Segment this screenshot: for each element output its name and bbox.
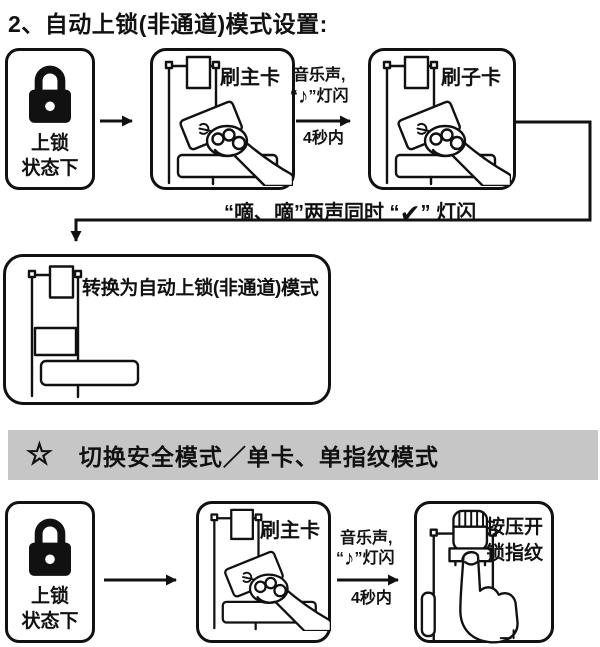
lock-state-line1: 上锁 [30,585,69,607]
fingerprint-press-box: 按压开 锁指纹 [414,501,554,644]
swipe-sub-card-box: 刷子卡 [368,48,516,190]
feedback-post: ” 灯闪 [420,202,477,224]
swipe-master-label-2: 刷主卡 [260,520,320,542]
feedback-text: “嘀、嘀”两声同时 “✔” 灯闪 [224,196,476,229]
check-icon: ✔ [399,200,421,228]
lock-state-line2: 状态下 [21,157,79,179]
feedback-pre: “嘀、嘀”两声同时 “ [224,202,400,224]
lock-state-label-2: 上锁 状态下 [8,584,92,634]
result-box: 转换为自动上锁(非通道)模式 [3,254,331,405]
transition2-duration: 4秒内 [351,590,392,607]
swipe-master-card-box-1: 刷主卡 [150,48,295,190]
swipe-master-card-box-2: 刷主卡 [196,501,331,643]
swipe-sub-label: 刷子卡 [441,67,501,89]
transition2-sound: 音乐声, [340,530,393,547]
section2-banner: ☆ 切换安全模式／单卡、单指纹模式 [8,430,598,480]
padlock-icon [22,62,78,126]
star-icon: ☆ [25,438,53,471]
section1-title: 2、自动上锁(非通道)模式设置: [8,11,328,37]
result-label: 转换为自动上锁(非通道)模式 [82,278,319,299]
transition2-note-line: “♪”灯闪 [336,547,395,570]
lock-state-box-1: 上锁 状态下 [5,48,95,190]
fingerprint-label-line2: 锁指纹 [485,542,543,564]
note-close-text: ”灯闪 [308,88,349,105]
quote-open: “ [290,88,298,105]
fingerprint-label-line1: 按压开 [485,517,543,538]
swipe-master-label-1: 刷主卡 [220,67,280,89]
section2-heading: 切换安全模式／单卡、单指纹模式 [78,444,439,470]
transition1-duration: 4秒内 [303,130,344,147]
music-note-icon: ♪ [298,85,309,108]
music-note-icon: ♪ [344,547,355,570]
quote-open: “ [336,550,344,567]
transition1-note-line: “♪”灯闪 [290,85,349,108]
lock-state-label-1: 上锁 状态下 [8,131,92,181]
fingerprint-label: 按压开 锁指纹 [486,515,543,566]
lock-state-line1: 上锁 [30,132,69,154]
padlock-icon [22,515,78,579]
lock-state-line2: 状态下 [21,610,79,632]
transition1-sound: 音乐声, [293,67,346,84]
note-close-text: ”灯闪 [354,550,395,567]
lock-state-box-2: 上锁 状态下 [5,501,95,643]
